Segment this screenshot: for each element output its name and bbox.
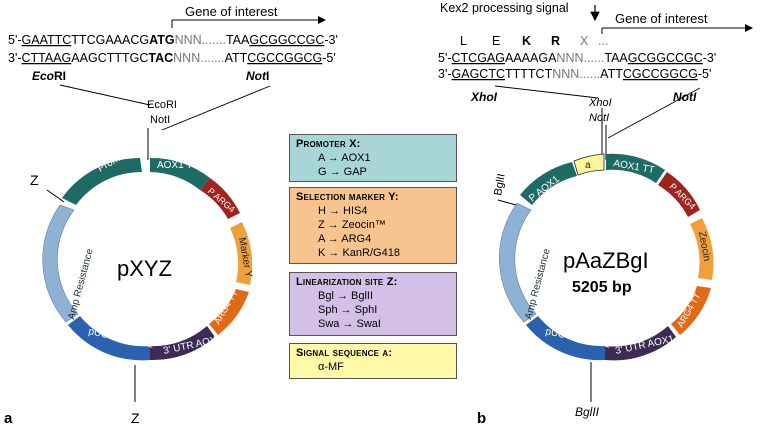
svg-text:E: E bbox=[492, 34, 500, 48]
right-seg-paox1 bbox=[520, 162, 577, 205]
right-amino-acids: L E K R X ... bbox=[460, 34, 608, 48]
left-site-noti: NotI bbox=[150, 114, 170, 126]
right-gene-of-interest: Gene of interest bbox=[601, 11, 753, 34]
right-seg-a bbox=[573, 153, 605, 176]
left-zoom-line-1 bbox=[59, 84, 151, 106]
right-seq-bottom: 3'-GAGCTCTTTTCTNNN......ATTCGCCGGCG-5' bbox=[438, 67, 711, 81]
right-seg-amp bbox=[499, 202, 537, 323]
right-seg-arg4tt bbox=[671, 286, 711, 335]
right-bglii-top: BglII bbox=[492, 173, 508, 197]
right-plasmid-name: pAaZBgI bbox=[563, 248, 649, 273]
right-site-xhoi: XhoI bbox=[588, 97, 612, 109]
legend-selection-line-4: K → KanR/G418 bbox=[318, 247, 400, 259]
right-seg-puc bbox=[526, 316, 605, 361]
left-seg-amp bbox=[42, 204, 79, 323]
legend-promoter: Promoter X: A → AOX1 G → GAP bbox=[289, 134, 457, 182]
legend-linearization-line-3: Swa → SwaI bbox=[318, 318, 381, 330]
left-seq-top: 5'-GAATTCTTCGAAACGATGNNN.......TAAGCGGCC… bbox=[8, 33, 338, 47]
left-site-ecori: EcoRI bbox=[147, 99, 177, 111]
right-lbl-a: a bbox=[585, 160, 591, 171]
legend-promoter-line-1: A → AOX1 bbox=[318, 152, 371, 164]
legend-linearization: Linearization site Z: Bgl → BglII Sph → … bbox=[289, 272, 457, 336]
legend-promoter-title: Promoter X: bbox=[296, 138, 361, 150]
left-seq-bottom: 3'-CTTAAGAAGCTTTGCTACNNN.......ATTCGCCGG… bbox=[8, 51, 336, 65]
left-gene-of-interest: Gene of interest bbox=[171, 4, 326, 28]
panel-label-b: b bbox=[477, 410, 486, 427]
right-gene-label: Gene of interest bbox=[615, 11, 708, 26]
left-gene-label: Gene of interest bbox=[185, 4, 278, 19]
legend-linearization-title: Linearization site Z: bbox=[296, 276, 398, 288]
right-xhoi-label: XhoI bbox=[470, 90, 498, 104]
left-lbl-amp: Amp Resistance bbox=[66, 247, 96, 321]
svg-text:...: ... bbox=[598, 34, 608, 48]
left-noti-label: NotI bbox=[246, 69, 269, 83]
legend-signal-line-1: α-MF bbox=[318, 361, 344, 373]
right-plasmid-size: 5205 bp bbox=[572, 279, 632, 296]
right-plasmid: P AOX1 a AOX1 TT P ARG4 Zeocin ARG4 TT 3… bbox=[492, 153, 714, 419]
left-z-top-line bbox=[46, 189, 65, 203]
right-seg-parg4 bbox=[658, 172, 700, 217]
left-seg-utr bbox=[150, 326, 215, 361]
legend-selection-line-2: Z → Zeocin™ bbox=[318, 219, 386, 231]
left-seg-marker bbox=[230, 222, 253, 285]
right-bglii-bottom: BglII bbox=[575, 405, 600, 419]
svg-text:K: K bbox=[522, 34, 531, 48]
legend-linearization-line-1: Bgl → BglII bbox=[318, 290, 374, 302]
right-seq-top: 5'-CTCGAGAAAAGANNN......TAAGCGGCCGC-3' bbox=[438, 51, 716, 65]
legend-signal-title: Signal sequence a: bbox=[296, 347, 393, 359]
right-seg-aox1tt bbox=[606, 153, 665, 183]
right-panel: Kex2 processing signal Gene of interest … bbox=[438, 1, 753, 427]
svg-text:L: L bbox=[460, 34, 467, 48]
left-plasmid-name: pXYZ bbox=[117, 256, 172, 281]
left-ecori-label: EcoRI bbox=[32, 69, 66, 83]
right-seg-zeocin bbox=[690, 218, 714, 280]
svg-text:X: X bbox=[580, 34, 589, 48]
right-seg-utr bbox=[605, 326, 676, 361]
left-seg-promoter bbox=[62, 157, 142, 205]
right-zoom-line-1 bbox=[494, 85, 599, 99]
left-seg-puc bbox=[68, 316, 150, 361]
legend-selection: Selection marker Y: H → HIS4 Z → Zeocin™… bbox=[289, 187, 457, 264]
right-lbl-amp: Amp Resistance bbox=[523, 247, 553, 321]
left-z-top: Z bbox=[30, 172, 39, 188]
left-plasmid: Promoter X AOX1 TT P ARG4 Marker Y ARG4 … bbox=[30, 140, 254, 426]
left-lbl-aox1tt: AOX1 TT bbox=[157, 160, 199, 171]
legend-selection-title: Selection marker Y: bbox=[296, 191, 399, 203]
right-noti-top-label: NotI bbox=[673, 90, 697, 104]
right-lbl-zeocin: Zeocin bbox=[696, 231, 712, 262]
legend-selection-line-3: A → ARG4 bbox=[318, 233, 372, 245]
legend-selection-line-1: H → HIS4 bbox=[318, 205, 368, 217]
svg-text:R: R bbox=[551, 34, 560, 48]
left-seg-parg4 bbox=[200, 178, 240, 219]
legend-signal: Signal sequence a: α-MF bbox=[289, 343, 457, 379]
right-lbl-aox1tt: AOX1 TT bbox=[612, 158, 655, 176]
left-z-bottom: Z bbox=[131, 410, 140, 426]
left-panel: Gene of interest 5'-GAATTCTTCGAAACGATGNN… bbox=[4, 4, 338, 427]
legend-linearization-line-2: Sph → SphI bbox=[318, 304, 378, 316]
kex2-label: Kex2 processing signal bbox=[440, 1, 569, 15]
right-site-noti: NotI bbox=[589, 112, 609, 124]
legend-promoter-line-2: G → GAP bbox=[318, 166, 367, 178]
left-seg-aox1tt bbox=[150, 157, 210, 190]
right-zoom-line-2 bbox=[607, 87, 701, 139]
left-zoom-line-2 bbox=[161, 85, 271, 131]
left-seg-arg4tt bbox=[209, 289, 249, 335]
panel-label-a: a bbox=[4, 410, 13, 427]
right-bglii-top-line bbox=[497, 199, 517, 206]
